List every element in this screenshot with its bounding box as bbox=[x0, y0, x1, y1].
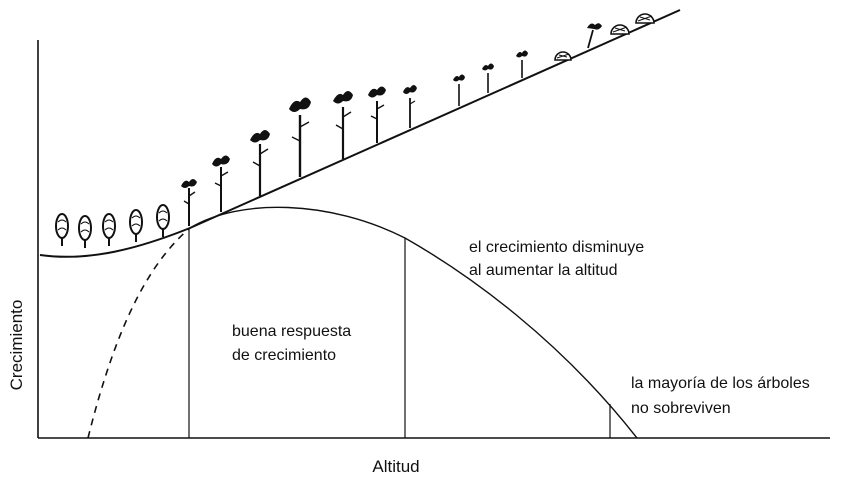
tall-tree-icon bbox=[181, 179, 197, 226]
decline-label-line2: al aumentar la altitud bbox=[469, 262, 618, 279]
tall-tree-icon bbox=[403, 85, 417, 128]
small-tree-icon bbox=[156, 204, 170, 237]
y-axis-label: Crecimiento bbox=[7, 300, 26, 391]
tall-tree-icon bbox=[289, 97, 311, 177]
good-response-label-line1: buena respuesta bbox=[232, 323, 351, 340]
tall-tree-icon bbox=[212, 155, 230, 212]
tall-tree-icon bbox=[368, 86, 386, 143]
small-tree-icon bbox=[102, 213, 116, 246]
small-trees-group bbox=[55, 204, 170, 248]
tall-tree-icon bbox=[482, 63, 494, 93]
fallen-tree-icon bbox=[610, 24, 630, 35]
potential-growth-curve bbox=[39, 9, 681, 258]
small-tree-icon bbox=[55, 213, 69, 246]
fallen-tree-icon bbox=[587, 23, 602, 49]
fallen-tree-icon bbox=[635, 13, 655, 24]
small-tree-icon bbox=[129, 209, 143, 242]
tall-trees-group bbox=[181, 50, 528, 226]
tall-tree-icon bbox=[516, 50, 528, 78]
survival-label-line1: la mayoría de los árboles bbox=[631, 375, 810, 392]
tall-tree-icon bbox=[453, 74, 465, 106]
good-response-label-line2: de crecimiento bbox=[232, 347, 336, 364]
dashed-growth-curve bbox=[87, 227, 191, 439]
tall-tree-icon bbox=[333, 91, 353, 159]
decline-label-line1: el crecimiento disminuye bbox=[469, 239, 644, 256]
tall-tree-icon bbox=[250, 130, 270, 196]
dying-trees-group bbox=[554, 13, 655, 61]
x-axis-label: Altitud bbox=[372, 457, 419, 476]
small-tree-icon bbox=[78, 215, 92, 248]
survival-label-line2: no sobreviven bbox=[631, 400, 731, 417]
fallen-tree-icon bbox=[554, 51, 572, 61]
